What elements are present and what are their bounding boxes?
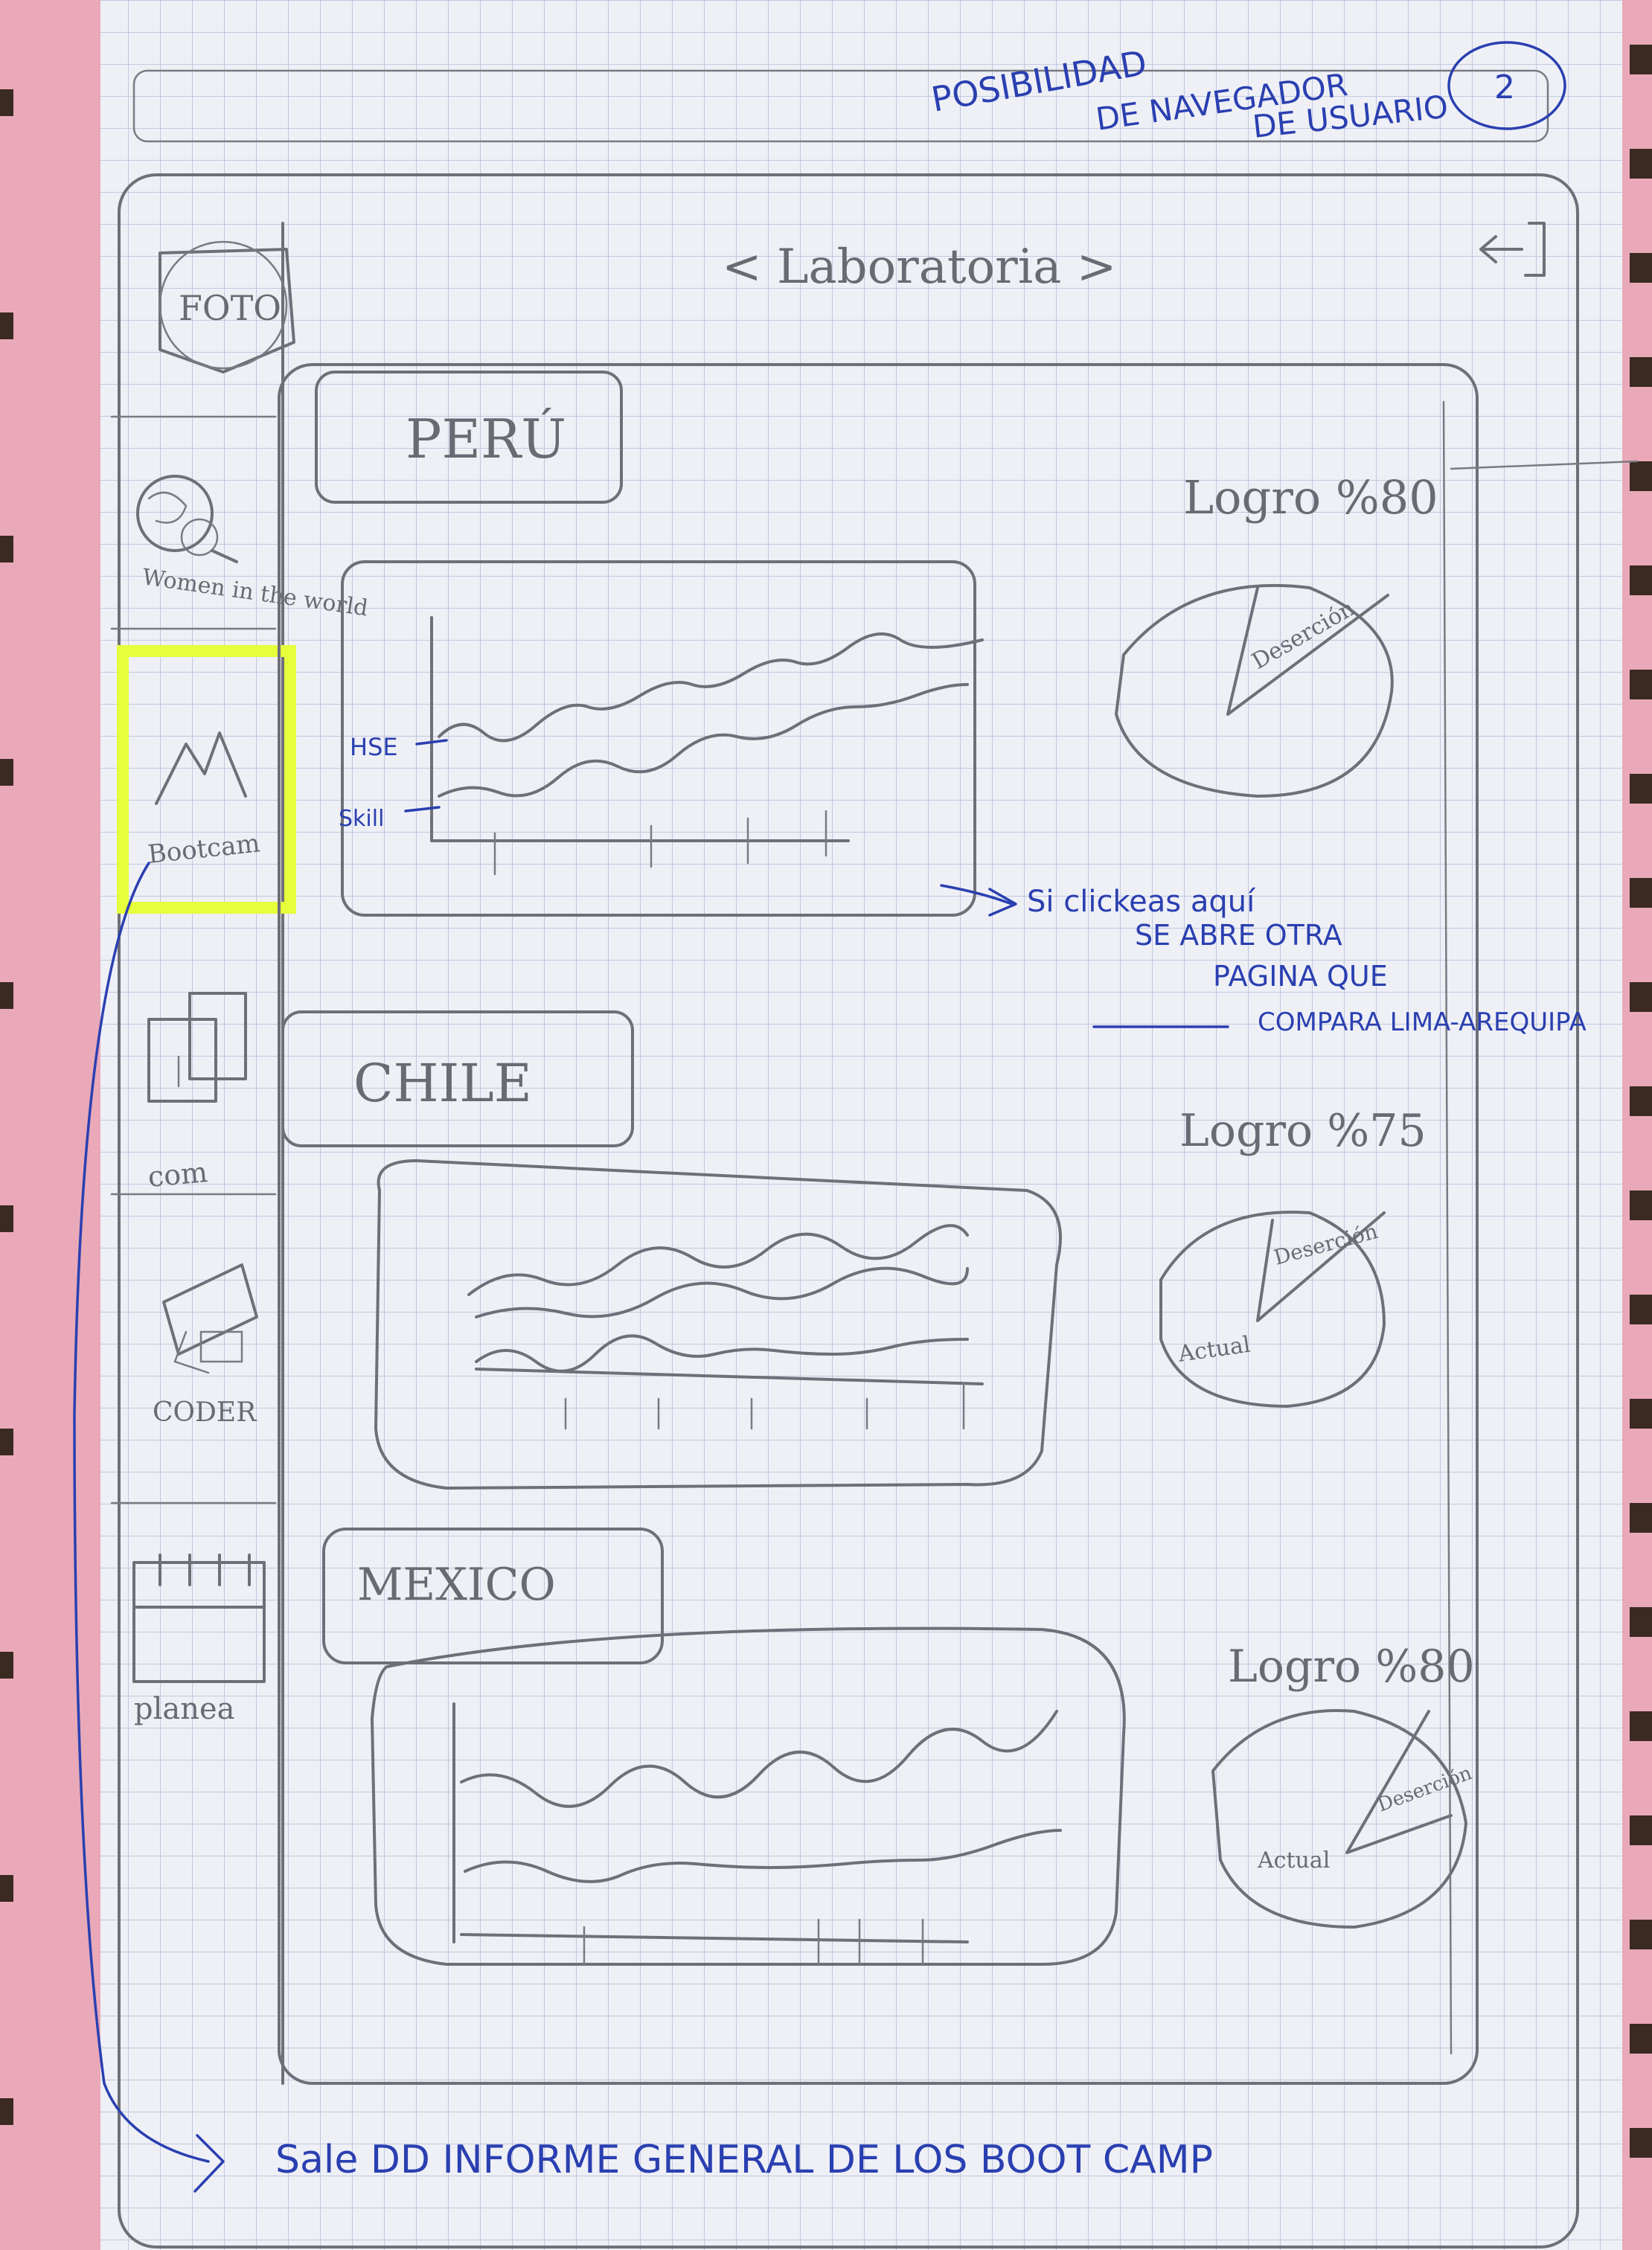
app-frame: [118, 173, 1579, 2249]
sidebar-item-label: planea: [134, 1692, 235, 1726]
x-axis: [460, 1933, 969, 1943]
series-line-skill: [438, 683, 969, 798]
pie-slice: [1345, 1710, 1453, 1854]
country-title-box[interactable]: [315, 371, 623, 504]
sidebar-item-label: com: [147, 1156, 209, 1193]
logro-label: Logro %80: [1228, 1641, 1475, 1693]
line-chart[interactable]: HSE Skill: [339, 560, 984, 917]
series-line: [475, 1266, 969, 1318]
click-note-line-4: COMPARA LIMA-AREQUIPA: [1258, 1007, 1587, 1037]
logro-label: Logro %75: [1179, 1105, 1427, 1157]
pie-label: Actual: [1257, 1847, 1330, 1874]
pie-outline: [1211, 1709, 1467, 1929]
flow-arrow: [73, 862, 210, 2163]
page-header-strip: [132, 69, 1549, 143]
pie-slice: [1226, 586, 1389, 716]
series-label-hse: HSE: [350, 733, 398, 761]
country-title-box[interactable]: [281, 1010, 634, 1147]
series-line: [475, 1334, 969, 1373]
click-arrow: [940, 884, 1017, 917]
calendar-icon: [132, 1554, 266, 1683]
code-card-icon: [162, 1263, 258, 1374]
globe-search-icon: [136, 475, 238, 563]
section-chile: CHILE Logro %75 Deserción Actual: [281, 1010, 1427, 1490]
page-number-circle: [1447, 41, 1566, 130]
page-number: 2: [1494, 68, 1515, 106]
sidebar-item-coder[interactable]: CODER: [153, 1263, 258, 1428]
logout-icon[interactable]: [1479, 222, 1546, 277]
country-title-box[interactable]: [322, 1528, 664, 1664]
chart-frame: [341, 560, 976, 917]
click-note: Si clickeas aquí SE ABRE OTRA PAGINA QUE…: [940, 884, 1587, 1037]
click-note-line-1: Si clickeas aquí: [1027, 885, 1256, 919]
sidebar-item-label: CODER: [153, 1397, 257, 1428]
spiral-holes: [0, 45, 1652, 2158]
documents-icon: [147, 992, 247, 1103]
chart-frame: [374, 1159, 1062, 1490]
pie-outline: [1159, 1211, 1386, 1408]
sidebar-item-planea[interactable]: planea: [132, 1554, 266, 1726]
sidebar-item-com[interactable]: com: [147, 992, 247, 1193]
series-line: [467, 1224, 969, 1296]
country-title: CHILE: [353, 1053, 532, 1114]
line-chart[interactable]: [374, 1159, 1062, 1490]
avatar[interactable]: FOTO: [159, 240, 295, 374]
mountain-icon: [155, 731, 247, 805]
series-line: [464, 1829, 1062, 1883]
series-line-hse: [438, 632, 984, 743]
click-note-line-3: PAGINA QUE: [1213, 960, 1388, 993]
pie-slice: [1256, 1211, 1386, 1322]
country-title: PERÚ: [406, 407, 566, 470]
panel-scroll-mark: [1450, 460, 1639, 470]
series-pointer: [415, 739, 448, 746]
paper-grid: [100, 0, 1622, 2250]
series-line: [460, 1710, 1058, 1808]
footer-note: Sale DD INFORME GENERAL DE LOS BOOT CAMP: [275, 2138, 1213, 2182]
country-title: MEXICO: [357, 1559, 556, 1611]
highlight-box: [117, 645, 296, 914]
pie-outline: [1115, 583, 1394, 798]
series-label-skill: Skill: [339, 806, 384, 832]
chart-frame: [371, 1626, 1126, 1966]
line-chart[interactable]: [371, 1626, 1126, 1966]
series-pointer: [404, 806, 441, 812]
avatar-label: FOTO: [179, 288, 281, 328]
header-title: < Laboratoria >: [722, 240, 1116, 295]
flow-arrowhead: [193, 2134, 225, 2193]
content-panel: [278, 363, 1479, 2085]
logro-label: Logro %80: [1183, 470, 1438, 525]
click-note-line-2: SE ABRE OTRA: [1135, 919, 1342, 952]
